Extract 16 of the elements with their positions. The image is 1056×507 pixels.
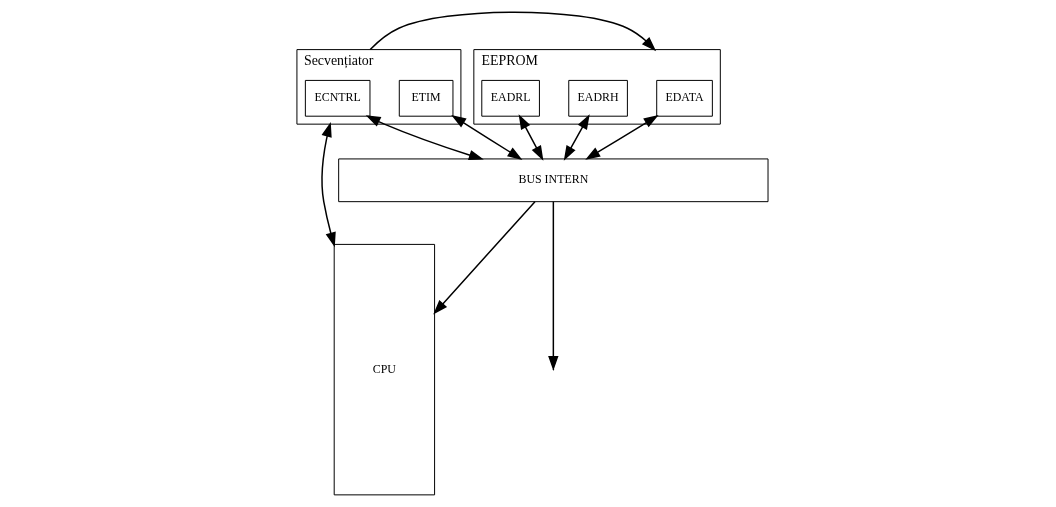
node-box: CPU bbox=[333, 243, 435, 496]
arrow bbox=[450, 115, 522, 160]
arrow bbox=[518, 114, 543, 161]
node-box: EDATA bbox=[655, 79, 713, 117]
node-box: EADRL bbox=[480, 79, 540, 117]
node-box: EADRH bbox=[567, 79, 628, 117]
arrow bbox=[369, 11, 656, 52]
arrow bbox=[563, 114, 590, 161]
node-box: ETIM bbox=[398, 79, 453, 117]
node-box: ECNTRL bbox=[304, 79, 370, 117]
arrow bbox=[584, 115, 659, 160]
arrow bbox=[547, 200, 559, 371]
arrow bbox=[320, 122, 336, 248]
arrow bbox=[432, 200, 536, 315]
node-box: BUS INTERN bbox=[337, 158, 768, 203]
arrow bbox=[365, 115, 484, 161]
